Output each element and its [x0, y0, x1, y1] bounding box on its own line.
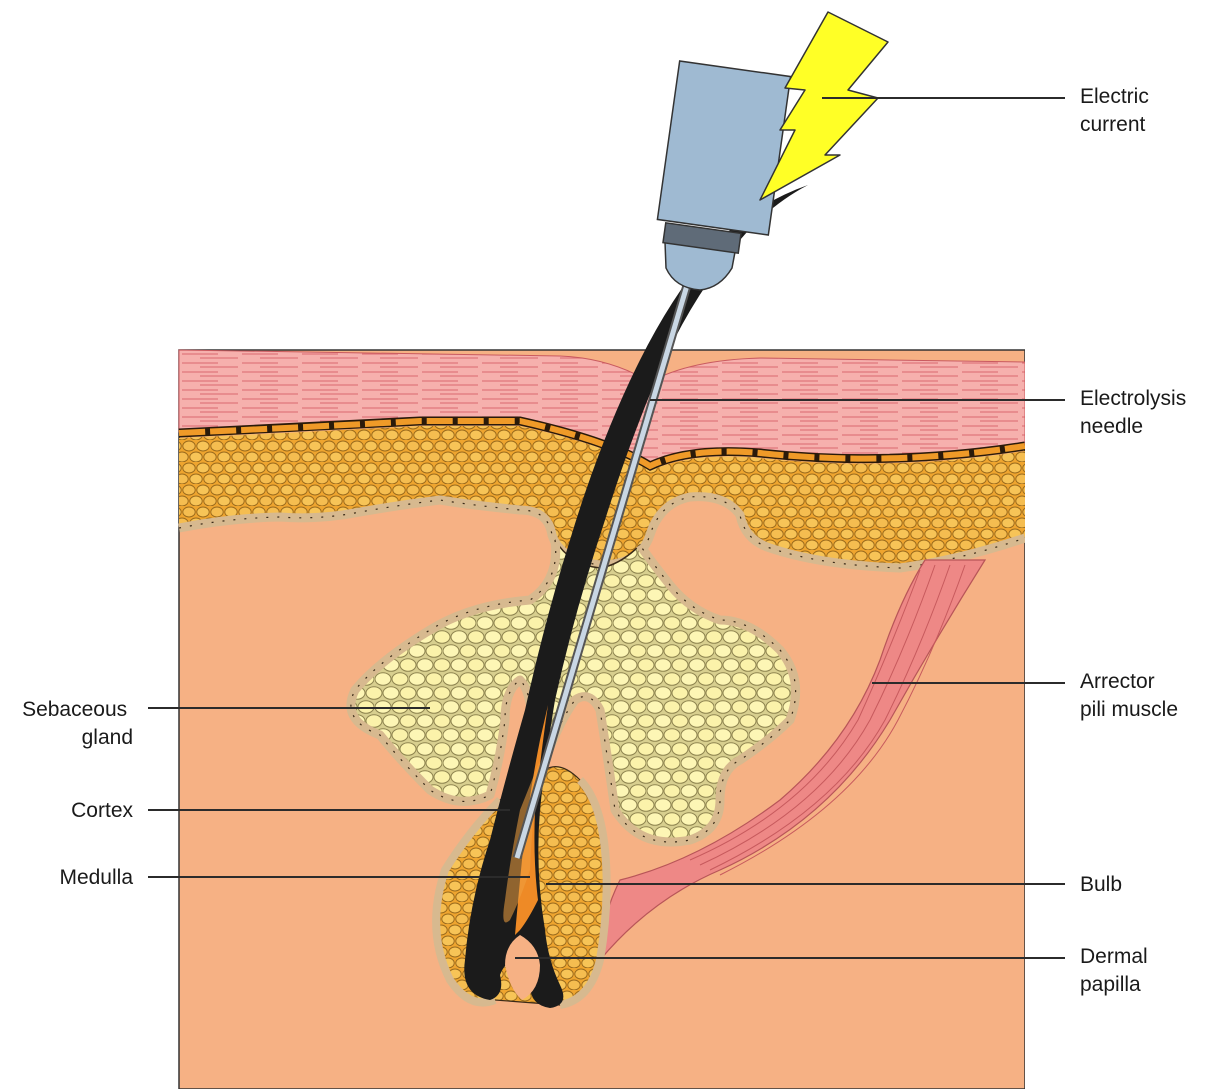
label-sebaceous-gland: Sebaceous gland — [22, 698, 133, 749]
label-dermal-papilla: Dermal papilla — [1080, 945, 1154, 996]
device-body — [657, 61, 790, 235]
label-cortex: Cortex — [71, 799, 133, 822]
label-electrolysis-needle: Electrolysis needle — [1080, 387, 1192, 438]
label-medulla: Medulla — [59, 866, 133, 889]
label-arrector-pili-muscle: Arrector pili muscle — [1080, 670, 1178, 721]
label-electric-current: Electric current — [1080, 85, 1155, 136]
label-bulb: Bulb — [1080, 873, 1122, 896]
